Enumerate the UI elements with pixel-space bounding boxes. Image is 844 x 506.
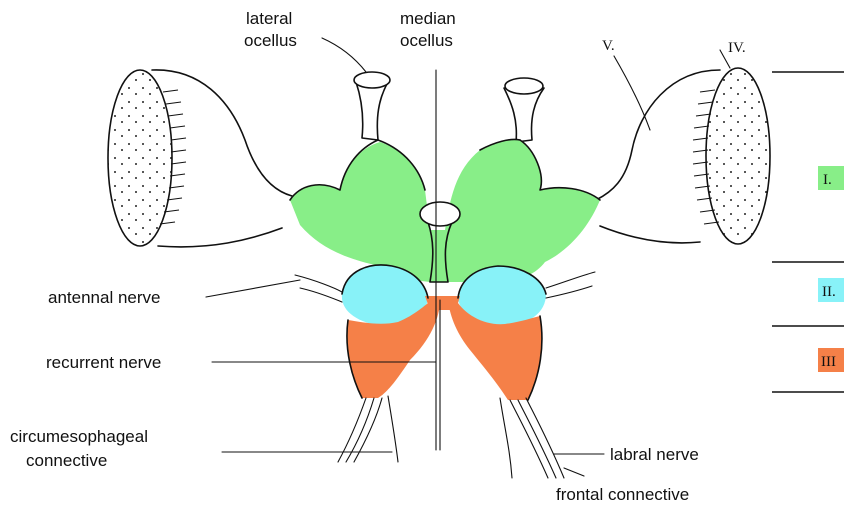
tritocerebral-commissure <box>425 296 460 310</box>
segment-divider-lines <box>772 72 844 392</box>
segment-iv-label: IV. <box>728 40 746 56</box>
segment-ii-label: II. <box>822 284 836 300</box>
median-ocellus-label-line1: median <box>400 9 456 28</box>
lateral-ocellus-label-line1: lateral <box>246 9 292 28</box>
circumesophageal-label-line1: circumesophageal <box>10 427 148 446</box>
median-ocellus-label-line2: ocellus <box>400 31 453 50</box>
left-optic-stalk <box>152 70 292 247</box>
circumesophageal-label-line2: connective <box>26 451 107 470</box>
right-optic-stalk <box>596 70 720 243</box>
left-optic-lobe <box>108 70 292 247</box>
segment-v-label: V. <box>602 38 615 54</box>
segment-i-label: I. <box>823 172 832 188</box>
recurrent-nerve-label: recurrent nerve <box>46 353 161 372</box>
left-compound-eye <box>108 70 172 246</box>
labral-nerve-label: labral nerve <box>610 445 699 464</box>
right-optic-lobe <box>596 68 770 244</box>
antennal-nerve-label: antennal nerve <box>48 288 160 307</box>
right-lateral-ocellus <box>504 78 544 142</box>
lateral-ocellus-label-line2: ocellus <box>244 31 297 50</box>
segment-iii-label: III <box>821 354 836 370</box>
frontal-connective-label: frontal connective <box>556 485 689 504</box>
right-compound-eye <box>706 68 770 244</box>
left-lateral-ocellus <box>354 72 390 140</box>
